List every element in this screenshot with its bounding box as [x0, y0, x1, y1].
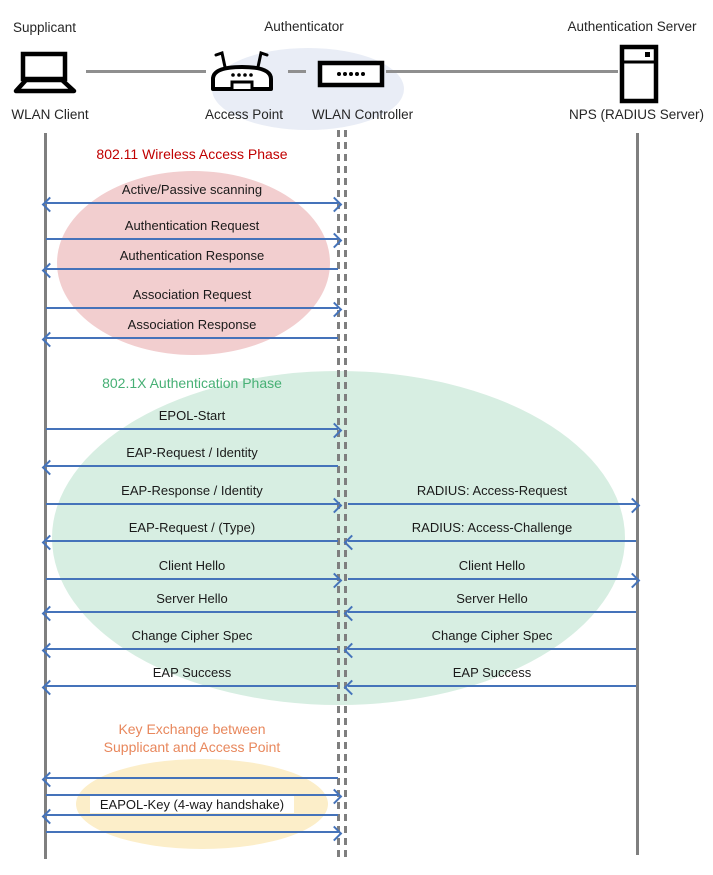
- role-authentication-server: Authentication Server: [567, 19, 697, 34]
- message-label: Active/Passive scanning: [121, 182, 263, 197]
- wlan-controller-icon: [317, 60, 385, 88]
- message-arrow-right: [46, 497, 343, 514]
- message-label: EAP Success: [452, 665, 532, 680]
- lifeline-wlan-controller-dash-2: [344, 130, 347, 857]
- phase2-title: 802.1X Authentication Phase: [102, 375, 282, 391]
- message-arrow-right: [46, 572, 343, 589]
- message-label: Server Hello: [456, 591, 528, 606]
- message-arrow-left: [41, 534, 338, 551]
- actor-wlan-controller: WLAN Controller: [311, 107, 414, 122]
- connector-controller-server: [386, 70, 618, 73]
- message-arrow-left: [41, 605, 338, 622]
- message-label: RADIUS: Access-Challenge: [411, 520, 573, 535]
- message-arrow-right: [46, 788, 343, 805]
- message-arrow-left: [343, 605, 636, 622]
- message-arrow-left: [41, 262, 338, 279]
- message-arrow-left: [343, 679, 636, 696]
- access-point-icon: [211, 51, 273, 91]
- message-arrow-both: [41, 196, 343, 213]
- message-arrow-right: [46, 422, 343, 439]
- phase3-title-line2: Supplicant and Access Point: [103, 739, 281, 755]
- message-label: EPOL-Start: [158, 408, 226, 423]
- message-label: EAP-Request / Identity: [126, 445, 258, 460]
- message-arrow-left: [41, 642, 338, 659]
- message-label: EAP-Response / Identity: [121, 483, 263, 498]
- message-label: Authentication Request: [124, 218, 260, 233]
- phase3-title-line1: Key Exchange between: [118, 721, 266, 737]
- lifeline-wlan-controller-dash-1: [337, 130, 340, 857]
- actor-wlan-client: WLAN Client: [11, 107, 89, 122]
- message-arrow-left: [343, 534, 636, 551]
- connector-ap-controller: [288, 70, 306, 73]
- message-arrow-left: [41, 808, 338, 825]
- message-arrow-right: [46, 301, 343, 318]
- message-label: EAP-Request / (Type): [128, 520, 256, 535]
- message-arrow-left: [41, 459, 338, 476]
- message-label: EAP Success: [152, 665, 232, 680]
- message-label: Change Cipher Spec: [131, 628, 253, 643]
- role-authenticator: Authenticator: [264, 19, 344, 34]
- message-group-label: EAPOL-Key (4-way handshake): [46, 796, 338, 813]
- laptop-icon: [13, 51, 77, 94]
- server-icon: [619, 44, 659, 104]
- message-label: Change Cipher Spec: [431, 628, 553, 643]
- message-arrow-right: [46, 232, 343, 249]
- message-arrow-left: [41, 679, 338, 696]
- message-label: Client Hello: [158, 558, 226, 573]
- message-label: Association Request: [132, 287, 252, 302]
- message-arrow-left: [41, 771, 338, 788]
- message-arrow-left: [343, 642, 636, 659]
- message-label: Client Hello: [458, 558, 526, 573]
- message-label: Server Hello: [156, 591, 228, 606]
- phase1-title: 802.11 Wireless Access Phase: [96, 146, 288, 162]
- eapol-key-label: EAPOL-Key (4-way handshake): [89, 796, 295, 813]
- message-label: Association Response: [127, 317, 257, 332]
- phase1-ellipse: [57, 171, 330, 355]
- role-supplicant: Supplicant: [13, 20, 77, 35]
- connector-client-ap: [86, 70, 206, 73]
- actor-access-point: Access Point: [204, 107, 284, 122]
- message-arrow-left: [41, 331, 338, 348]
- message-arrow-right: [348, 572, 641, 589]
- actor-nps-radius-server: NPS (RADIUS Server): [568, 107, 705, 122]
- lifeline-wlan-client: [44, 133, 47, 859]
- message-label: RADIUS: Access-Request: [416, 483, 568, 498]
- message-label: Authentication Response: [119, 248, 265, 263]
- message-arrow-right: [46, 825, 343, 842]
- message-arrow-right: [348, 497, 641, 514]
- lifeline-radius-server: [636, 133, 639, 855]
